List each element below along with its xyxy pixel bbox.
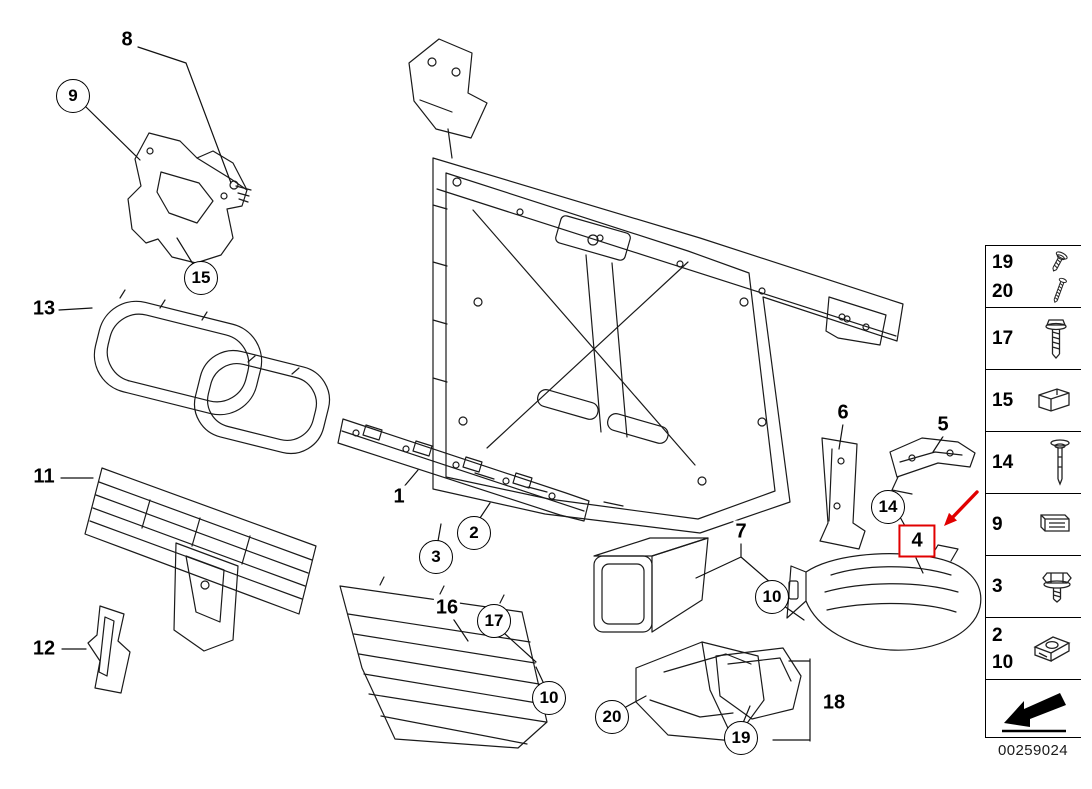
spring-clip-icon [1040, 513, 1070, 532]
long-screw-icon [1053, 277, 1067, 304]
callout-5[interactable]: 5 [935, 413, 951, 437]
callout-2[interactable]: 2 [457, 516, 491, 550]
part-drawing-duct-20 [635, 641, 802, 742]
legend-row-15[interactable]: 15 [986, 370, 1081, 432]
callout-9[interactable]: 9 [56, 79, 90, 113]
callout-10-left[interactable]: 10 [532, 681, 566, 715]
callout-13[interactable]: 13 [30, 297, 58, 321]
legend-label-3: 3 [992, 576, 1003, 597]
legend-label-10: 10 [992, 651, 1014, 673]
callout-14[interactable]: 14 [871, 490, 905, 524]
callout-15[interactable]: 15 [184, 261, 218, 295]
hex-screw-icon [1045, 318, 1067, 359]
callout-4-highlighted[interactable]: 4 [898, 524, 936, 558]
callout-6[interactable]: 6 [835, 401, 851, 425]
diagram-part-number: 00259024 [998, 742, 1068, 759]
legend-row-2-10[interactable]: 2 10 [986, 618, 1081, 680]
direction-arrow-icon [1001, 692, 1066, 732]
legend-row-14[interactable]: 14 [986, 432, 1081, 494]
part-drawing-support-bar-1 [337, 418, 590, 522]
callout-3[interactable]: 3 [419, 540, 453, 574]
legend-row-direction [986, 680, 1081, 738]
part-drawing-brake-duct-4 [786, 544, 982, 651]
callout-16[interactable]: 16 [433, 596, 461, 620]
legend-row-17[interactable]: 17 [986, 308, 1081, 370]
legend-row-19-20[interactable]: 19 20 [986, 246, 1081, 308]
part-drawing-top-left-bracket [127, 132, 252, 264]
part-drawing-bracket-5 [889, 437, 976, 495]
callout-17[interactable]: 17 [477, 604, 511, 638]
legend-row-3[interactable]: 3 [986, 556, 1081, 618]
hex-bolt-icon [1042, 571, 1072, 603]
part-drawing-kidney-grilles [93, 289, 331, 455]
callout-11[interactable]: 11 [31, 465, 57, 489]
legend-label-20: 20 [992, 280, 1014, 302]
part-drawing-lower-grille-11 [84, 467, 317, 652]
leader-lines [58, 46, 945, 742]
legend-label-9: 9 [992, 514, 1003, 535]
fastener-legend: 19 20 17 [985, 245, 1081, 738]
part-drawing-air-duct-7 [593, 537, 709, 633]
legend-label-17: 17 [992, 328, 1014, 349]
part-drawing-bracket-12 [87, 605, 131, 694]
part-drawing-lower-grille-16 [339, 576, 548, 749]
legend-label-19: 19 [992, 251, 1014, 273]
callout-18[interactable]: 18 [820, 691, 848, 715]
legend-label-2: 2 [992, 624, 1003, 646]
callout-8[interactable]: 8 [119, 28, 135, 52]
clip-nut-icon [1033, 635, 1071, 662]
legend-label-15: 15 [992, 390, 1014, 411]
expansion-rivet-icon [1050, 438, 1070, 486]
legend-label-14: 14 [992, 452, 1014, 473]
callout-10-right[interactable]: 10 [755, 580, 789, 614]
flange-screw-icon [1052, 250, 1068, 272]
callout-7[interactable]: 7 [733, 520, 749, 544]
callout-12[interactable]: 12 [30, 637, 58, 661]
part-drawing-front-panel [408, 38, 904, 534]
red-highlight-arrow [944, 490, 979, 526]
part-drawing-bracket-6 [819, 437, 866, 550]
callout-20[interactable]: 20 [595, 700, 629, 734]
clip-icon [1038, 387, 1070, 412]
callout-1[interactable]: 1 [391, 485, 407, 509]
legend-row-9[interactable]: 9 [986, 494, 1081, 556]
callout-19[interactable]: 19 [724, 721, 758, 755]
